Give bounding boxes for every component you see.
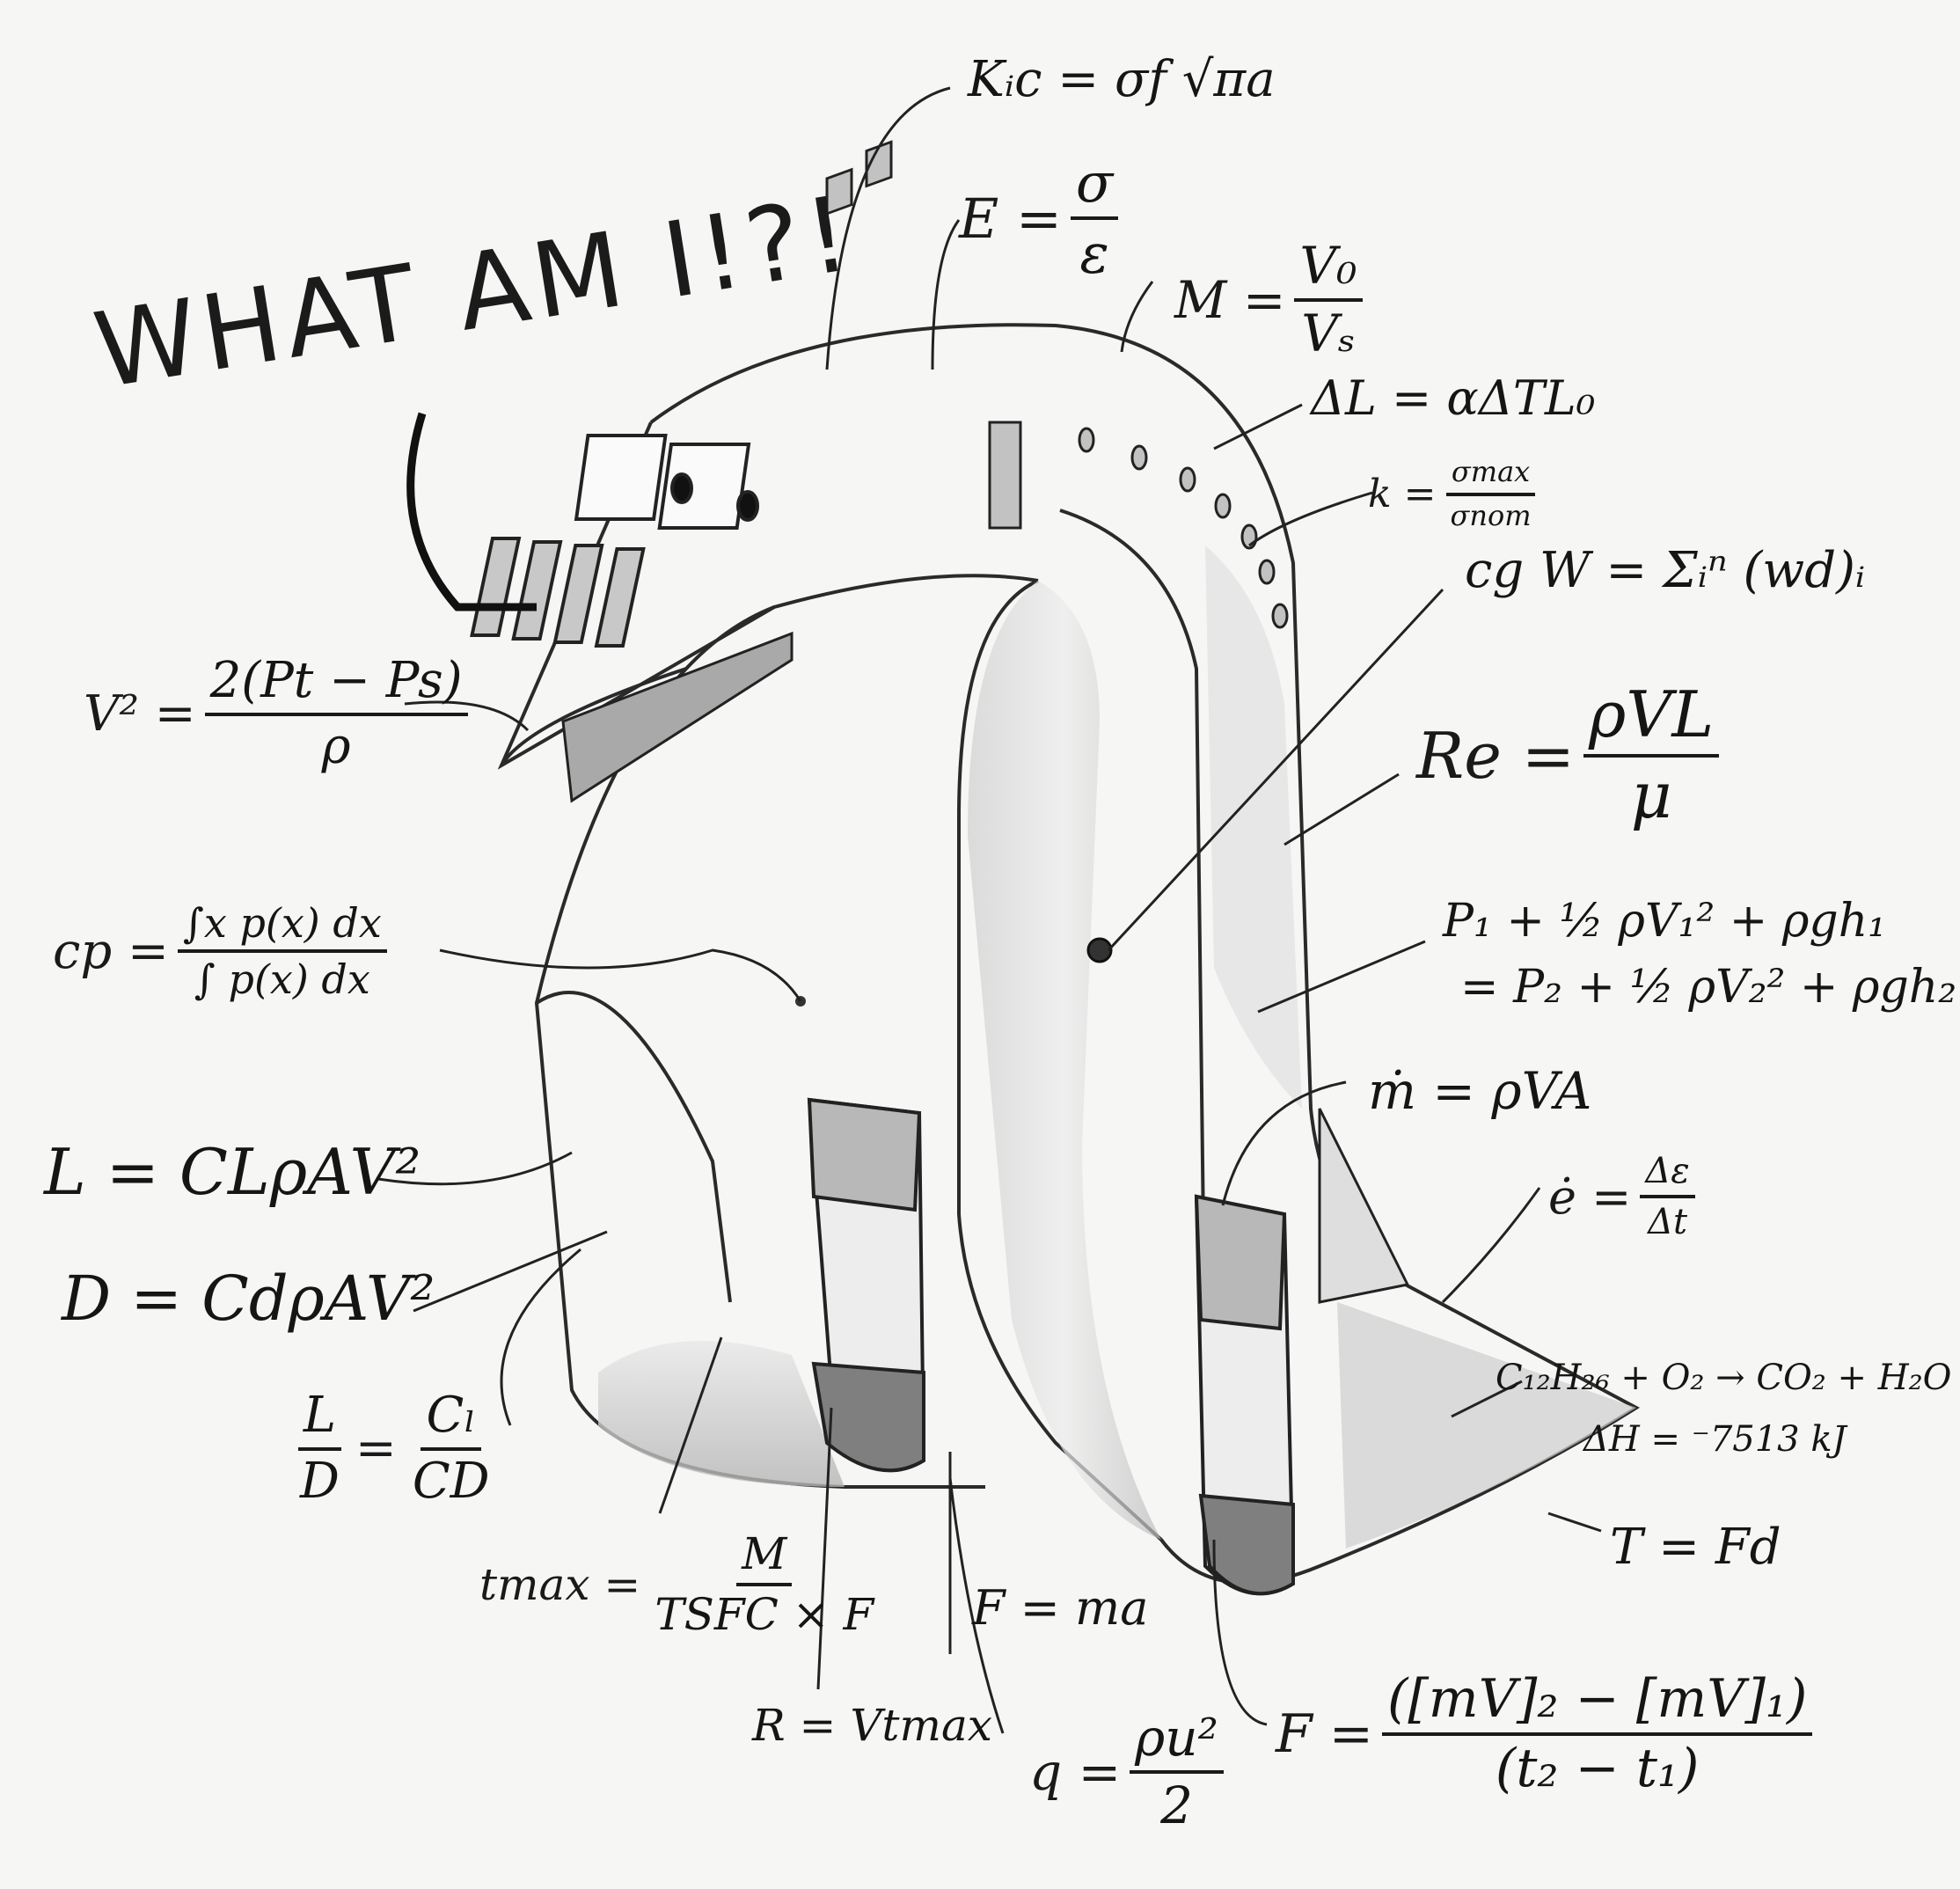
fracture-toughness-equation: Kᵢc = σf √πa (968, 51, 1276, 108)
bernoulli-equation-line1: P₁ + ½ ρV₁² + ρgh₁ (1443, 895, 1887, 948)
cp-den: ∫ p(x) dx (194, 955, 370, 1004)
momentum-num: ([mV]₂ − [mV]₁) (1381, 1672, 1813, 1736)
lift-equation: L = CLρAV² (44, 1135, 421, 1209)
mach-lhs: M = (1174, 269, 1286, 330)
mach-den: Vₛ (1301, 303, 1356, 363)
endurance-den: TSFC × F (655, 1588, 874, 1640)
youngs-modulus-num: σ (1070, 154, 1119, 221)
airspeed-den: ρ (321, 717, 351, 775)
tail-shade (1337, 1302, 1636, 1549)
combustion-equation-line1: C₁₂H₂₆ + O₂ → CO₂ + H₂O (1496, 1358, 1952, 1398)
center-of-gravity-equation: cg W = Σᵢⁿ (wd)ᵢ (1465, 542, 1866, 599)
center-of-pressure-equation: cp = ∫x p(x) dx∫ p(x) dx (53, 902, 387, 1001)
reynolds-lhs: Re = (1416, 718, 1576, 793)
youngs-modulus-den: ε (1079, 222, 1109, 287)
cockpit-windows (470, 434, 759, 648)
youngs-modulus-lhs: E = (959, 186, 1062, 251)
momentum-equation: F = ([mV]₂ − [mV]₁)(t₂ − t₁) (1276, 1672, 1813, 1799)
ld-num-right: Cₗ (421, 1389, 481, 1451)
momentum-den: (t₂ − t₁) (1495, 1738, 1700, 1799)
airspeed-equation: V² = 2(Pt − Ps)ρ (84, 655, 468, 773)
thermal-expansion-equation: ΔL = αΔTL₀ (1311, 370, 1596, 426)
strain-rate-den: Δt (1648, 1202, 1688, 1242)
right-eye-icon (736, 490, 759, 522)
engine-left (807, 1097, 926, 1473)
fuselage-shade-inner (968, 581, 1161, 1540)
mach-num: V₀ (1294, 239, 1363, 302)
mouth-shade (561, 631, 794, 803)
ld-den-left: D (300, 1452, 340, 1510)
reynolds-den: μ (1630, 758, 1672, 832)
combustion-enthalpy-line2: ΔH = ⁻7513 kJ (1583, 1419, 1847, 1460)
dynamic-pressure-num: ρu² (1130, 1711, 1224, 1774)
stress-concentration-lhs: k = (1368, 472, 1437, 517)
cp-lhs: cp = (53, 922, 169, 980)
stress-concentration-num: σmax (1445, 457, 1536, 496)
dynamic-pressure-lhs: q = (1029, 1741, 1122, 1802)
side-windows (825, 140, 1289, 629)
strain-rate-lhs: ė = (1548, 1168, 1632, 1225)
right-panel-shade (1205, 545, 1302, 1109)
dynamic-pressure-den: 2 (1160, 1775, 1193, 1835)
bernoulli-equation-line2: = P₂ + ½ ρV₂² + ρgh₂ (1460, 961, 1957, 1014)
speech-stroke (406, 412, 537, 611)
torque-equation: T = Fd (1610, 1519, 1781, 1576)
cg-marker-icon (1086, 937, 1113, 963)
newton-second-law-equation: F = ma (972, 1580, 1149, 1636)
belly-shade (598, 1341, 845, 1487)
mass-flow-equation: ṁ = ρVA (1368, 1061, 1592, 1121)
range-equation: R = Vtmax (752, 1700, 992, 1751)
reynolds-num: ρVL (1583, 681, 1720, 758)
ld-den-right: CD (412, 1452, 490, 1510)
endurance-num: M (736, 1531, 793, 1586)
left-eye-icon (670, 472, 693, 504)
strain-rate-num: Δε (1640, 1153, 1695, 1198)
tail-fin (1318, 1108, 1410, 1304)
momentum-lhs: F = (1276, 1703, 1373, 1765)
leader-lines (377, 86, 1602, 1734)
airspeed-num: 2(Pt − Ps) (204, 655, 468, 716)
ld-num-left: L (297, 1389, 342, 1451)
drag-equation: D = CdρAV² (62, 1263, 435, 1335)
airspeed-lhs: V² = (84, 685, 196, 743)
ld-equals: = (355, 1420, 397, 1478)
engine-right (1194, 1194, 1296, 1596)
endurance-lhs: tmax = (479, 1558, 641, 1610)
stress-concentration-den: σnom (1450, 498, 1532, 532)
cp-num: ∫x p(x) dx (177, 902, 387, 954)
